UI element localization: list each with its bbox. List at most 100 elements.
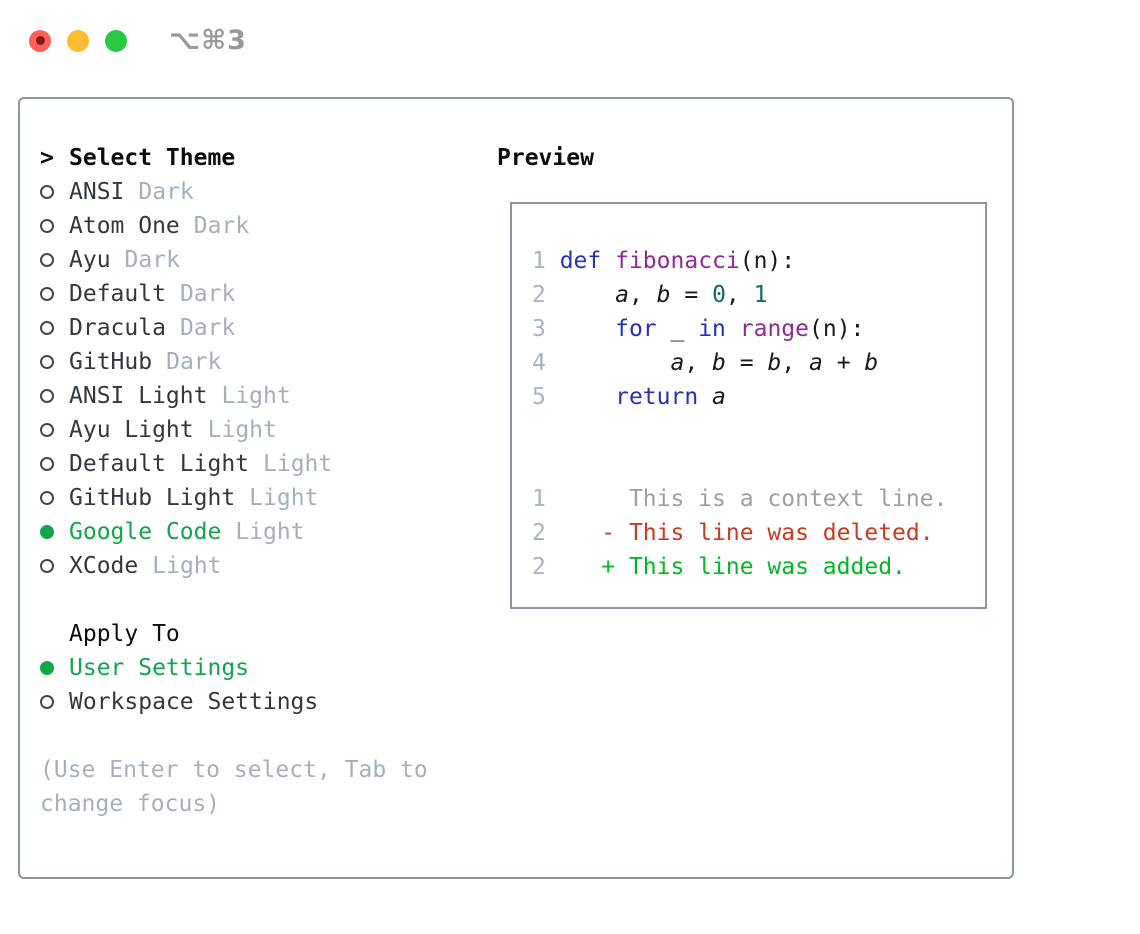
radio-circle — [40, 321, 54, 335]
radio-selected-icon — [40, 661, 69, 675]
spacer — [40, 583, 485, 617]
minimize-button[interactable] — [67, 29, 89, 52]
radio-icon — [40, 423, 69, 437]
preview-code-line: 1 def fibonacci(n): — [532, 244, 985, 278]
theme-option[interactable]: GitHub Light Light — [40, 481, 485, 515]
preview-title: Preview — [497, 145, 594, 171]
theme-option[interactable]: Atom One Dark — [40, 209, 485, 243]
theme-variant-tag: Dark — [193, 213, 250, 239]
theme-variant-tag: Light — [249, 485, 319, 511]
radio-circle — [40, 253, 54, 267]
code-token: , — [684, 350, 713, 376]
theme-option[interactable]: Google Code Light — [40, 515, 485, 549]
radio-icon — [40, 491, 69, 505]
radio-circle — [40, 695, 54, 709]
theme-name: Google Code — [69, 519, 222, 545]
theme-option[interactable]: Default Light Light — [40, 447, 485, 481]
theme-name: Atom One — [69, 213, 180, 239]
radio-circle — [40, 491, 54, 505]
window-title: ⌥⌘3 — [169, 25, 247, 56]
window-titlebar: ⌥⌘3 — [29, 25, 247, 56]
theme-name: ANSI — [69, 179, 125, 205]
code-token: , — [628, 282, 657, 308]
radio-circle — [40, 355, 54, 369]
code-token — [726, 316, 740, 342]
code-token: , — [781, 350, 810, 376]
radio-circle — [40, 423, 54, 437]
code-token: = — [670, 282, 713, 308]
code-token — [698, 384, 712, 410]
apply-option[interactable]: Workspace Settings — [40, 685, 485, 719]
theme-variant-tag: Light — [235, 519, 305, 545]
code-token: 0 — [712, 282, 726, 308]
preview-column: Preview 1 def fibonacci(n):2 a, b = 0, 1… — [497, 141, 987, 609]
select-theme-title: Select Theme — [69, 145, 236, 171]
radio-icon — [40, 457, 69, 471]
diff-text: - This line was deleted. — [545, 520, 934, 546]
apply-to-header: Apply To — [40, 617, 485, 651]
code-token: (n): — [739, 248, 796, 274]
close-button[interactable] — [29, 29, 51, 52]
theme-name: Ayu Light — [69, 417, 194, 443]
theme-variant-tag: Light — [263, 451, 333, 477]
radio-icon — [40, 559, 69, 573]
radio-icon — [40, 321, 69, 335]
preview-code-line: 3 for _ in range(n): — [532, 312, 985, 346]
line-number: 4 — [532, 350, 560, 376]
zoom-button[interactable] — [105, 29, 127, 52]
line-number: 2 — [532, 282, 560, 308]
code-token: for — [615, 316, 657, 342]
cursor-chevron-icon: > — [40, 145, 54, 171]
radio-icon — [40, 389, 69, 403]
diff-text: + This line was added. — [545, 554, 906, 580]
code-token — [601, 248, 615, 274]
spacer — [40, 719, 485, 753]
preview-code-line: 2 a, b = 0, 1 — [532, 278, 985, 312]
line-number: 1 — [532, 486, 546, 512]
apply-option[interactable]: User Settings — [40, 651, 485, 685]
code-token — [560, 316, 615, 342]
code-token: a — [712, 384, 726, 410]
line-number: 5 — [532, 384, 560, 410]
theme-name: Dracula — [69, 315, 166, 341]
code-token: = — [725, 350, 768, 376]
theme-name: GitHub — [69, 349, 153, 375]
radio-icon — [40, 219, 69, 233]
theme-name: Default Light — [69, 451, 250, 477]
radio-circle — [40, 287, 54, 301]
code-token: a — [809, 350, 823, 376]
select-theme-header: > Select Theme — [40, 141, 485, 175]
code-token: b — [712, 350, 726, 376]
edited-dot-icon — [35, 36, 45, 45]
apply-option-name: User Settings — [69, 655, 250, 681]
radio-circle — [40, 661, 54, 675]
theme-name: GitHub Light — [69, 485, 236, 511]
theme-variant-tag: Dark — [124, 247, 180, 273]
preview-diff-line: 2 + This line was added. — [532, 550, 985, 584]
code-token: , — [725, 282, 754, 308]
code-token — [560, 384, 615, 410]
theme-variant-tag: Dark — [179, 281, 236, 307]
diff-text: This is a context line. — [545, 486, 948, 512]
theme-variant-tag: Light — [221, 383, 291, 409]
code-token: _ — [656, 316, 699, 342]
preview-diff-line: 1 This is a context line. — [532, 482, 985, 516]
code-token — [560, 282, 615, 308]
radio-circle — [40, 457, 54, 471]
code-token: a — [615, 282, 629, 308]
apply-to-title: Apply To — [69, 621, 180, 647]
